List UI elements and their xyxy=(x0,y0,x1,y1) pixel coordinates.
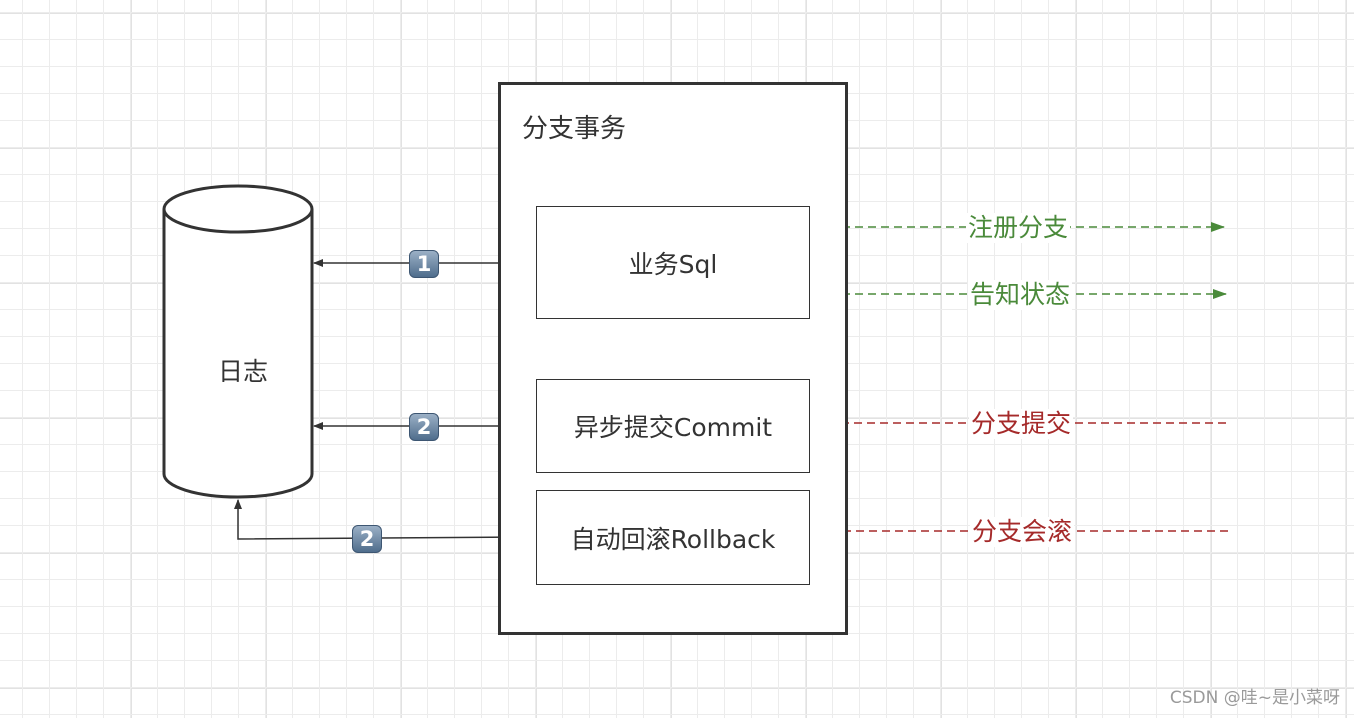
auto-rollback-box: 自动回滚Rollback xyxy=(536,490,810,585)
watermark: CSDN @哇~是小菜呀 xyxy=(1169,688,1340,708)
log-store-label: 日志 xyxy=(218,357,269,386)
branch-transaction-title: 分支事务 xyxy=(522,114,627,144)
arrow-rollback-to-log xyxy=(234,499,536,540)
business-sql-box: 业务Sql xyxy=(536,206,810,319)
log-store-cylinder xyxy=(162,184,314,499)
async-commit-label: 异步提交Commit xyxy=(573,413,773,442)
step-badge-2-commit: 2 xyxy=(409,413,439,441)
branch-commit-label: 分支提交 xyxy=(969,409,1074,439)
async-commit-box: 异步提交Commit xyxy=(536,379,810,473)
register-branch-label: 注册分支 xyxy=(966,213,1071,243)
step-badge-2-rollback: 2 xyxy=(352,525,382,553)
report-status-label: 告知状态 xyxy=(968,280,1073,310)
step-badge-1: 1 xyxy=(409,250,439,278)
auto-rollback-label: 自动回滚Rollback xyxy=(570,524,776,554)
branch-rollback-label: 分支会滚 xyxy=(970,517,1075,547)
business-sql-label: 业务Sql xyxy=(628,249,718,279)
